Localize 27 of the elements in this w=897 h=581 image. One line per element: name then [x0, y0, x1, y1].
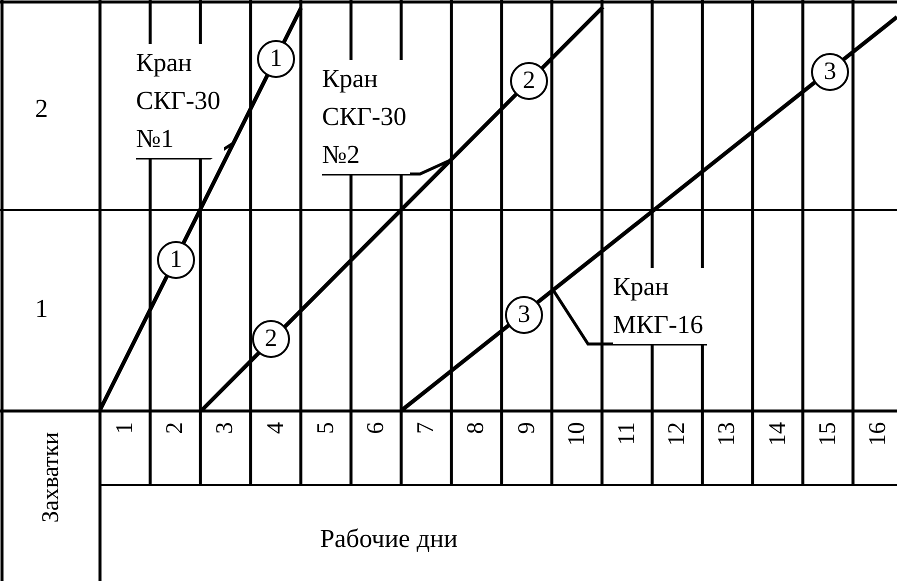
day-number: 5 [312, 422, 339, 434]
axis-title: Захватки [38, 432, 64, 523]
day-number: 2 [162, 422, 188, 434]
row-number: 2 [35, 93, 48, 125]
circled-number: 2 [510, 62, 548, 100]
day-number: 14 [764, 422, 791, 446]
day-number: 9 [514, 422, 540, 434]
day-number: 6 [363, 422, 389, 434]
leader-line [136, 142, 234, 160]
day-number: 11 [614, 422, 640, 446]
day-number: 13 [714, 422, 740, 446]
day-number: 7 [413, 422, 440, 434]
circled-number: 3 [505, 296, 543, 334]
axis-title: Рабочие дни [320, 523, 458, 555]
day-number: 1 [112, 422, 138, 434]
circled-number: 2 [252, 320, 290, 358]
day-number: 4 [262, 422, 289, 434]
day-number: 8 [463, 422, 490, 434]
circled-number: 1 [257, 40, 295, 78]
leader-line [322, 158, 452, 176]
day-number: 16 [865, 422, 891, 446]
day-number: 10 [564, 422, 590, 446]
day-number: 12 [664, 422, 690, 446]
day-number: 15 [814, 422, 841, 446]
day-number: 3 [212, 422, 238, 434]
row-number: 1 [35, 293, 48, 325]
leader-line [552, 289, 707, 346]
